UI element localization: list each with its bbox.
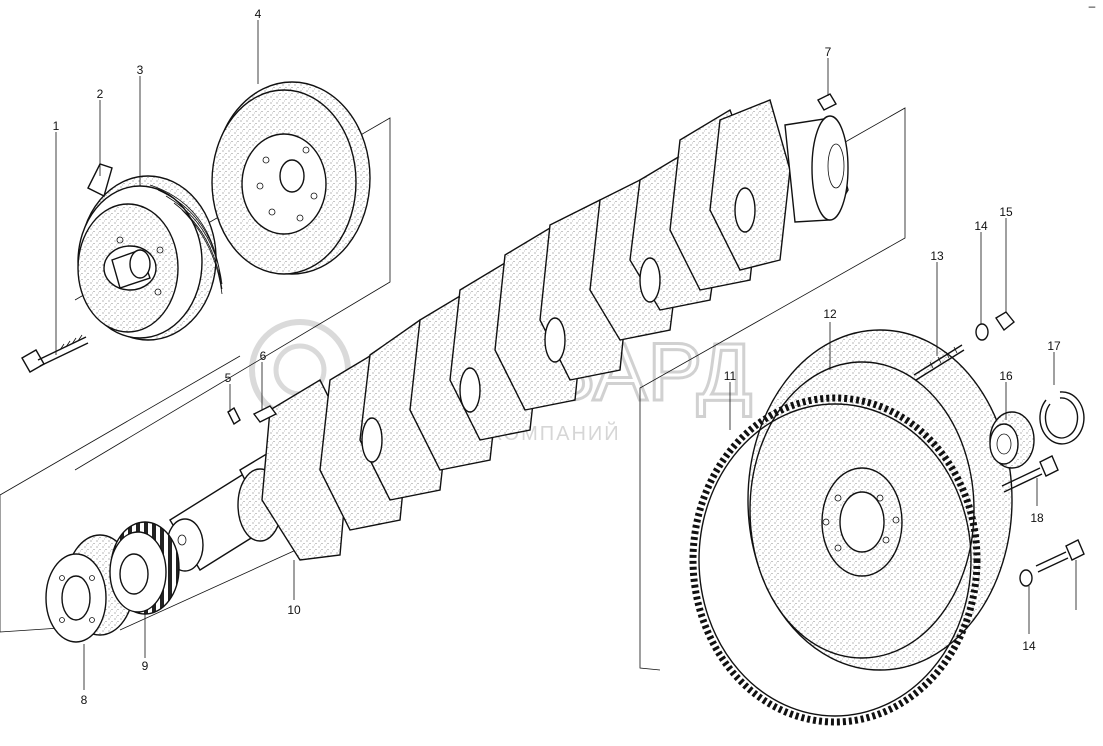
crankshaft-part-10 [166, 99, 849, 572]
callout-15: 15 [999, 205, 1013, 219]
ring-gear-part-11 [689, 394, 981, 726]
stud-part-13 [913, 344, 965, 381]
damper-disc-part-4 [211, 81, 371, 275]
pin-part-7 [817, 93, 837, 111]
corner-mark: – [1089, 0, 1096, 13]
leader-lines [55, 20, 1077, 690]
bolt-part-18-lower [1035, 539, 1085, 573]
callout-7: 7 [825, 45, 832, 59]
callout-14-lower: 14 [1022, 639, 1036, 653]
callout-6: 6 [260, 349, 267, 363]
washer-part-14-lower [1019, 569, 1033, 587]
callout-12: 12 [823, 307, 837, 321]
bolt-part-18 [1001, 455, 1059, 493]
pulley-part-3 [77, 163, 223, 341]
callout-10: 10 [287, 603, 301, 617]
dowel-part-5 [227, 406, 241, 426]
bearing-part-16 [989, 411, 1035, 469]
callout-17: 17 [1047, 339, 1061, 353]
bolt-part-1 [21, 334, 89, 373]
callout-4: 4 [255, 7, 262, 21]
callout-18: 18 [1030, 511, 1044, 525]
circlip-part-17 [1039, 391, 1085, 445]
callout-2: 2 [97, 87, 104, 101]
callout-3: 3 [137, 63, 144, 77]
nut-part-15 [995, 311, 1015, 332]
callout-5: 5 [225, 371, 232, 385]
callout-labels: 1 2 3 4 5 6 7 8 9 10 11 12 13 14 14 15 1… [53, 7, 1061, 707]
callout-11: 11 [724, 369, 737, 383]
callout-16: 16 [999, 369, 1013, 383]
callout-9: 9 [142, 659, 149, 673]
flywheel-part-12 [747, 329, 1013, 671]
callout-14-upper: 14 [974, 219, 988, 233]
gear-part-9 [109, 521, 180, 615]
callout-13: 13 [930, 249, 944, 263]
callout-8: 8 [81, 693, 88, 707]
washer-part-14-upper [975, 323, 989, 341]
key-part-6 [252, 405, 278, 423]
callout-1: 1 [53, 119, 60, 133]
